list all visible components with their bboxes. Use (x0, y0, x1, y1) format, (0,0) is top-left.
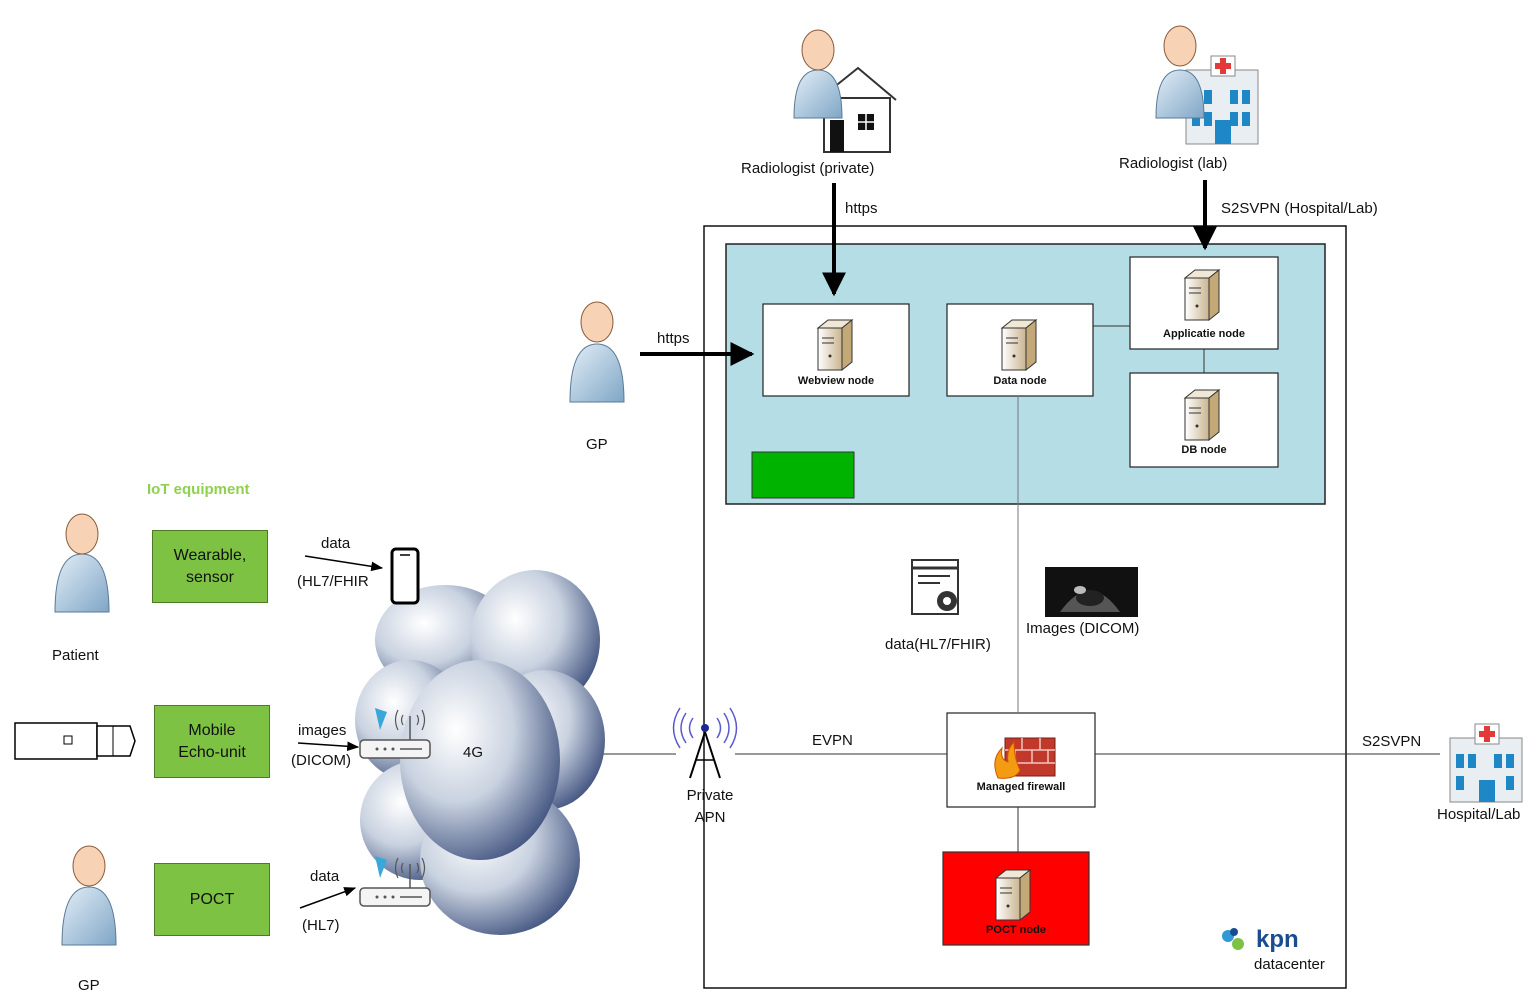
label-images: images (298, 722, 347, 739)
images-arrow (297, 741, 360, 752)
label-data-hl7fhir-flow: data(HL7/FHIR) (885, 636, 991, 653)
firewall-icon (994, 737, 1056, 779)
status-indicator (751, 451, 855, 499)
label-dicom: (DICOM) (291, 752, 351, 769)
kpn-logo-icon (1222, 928, 1244, 950)
label-4g: 4G (463, 744, 484, 761)
cloud-4g (355, 570, 605, 935)
smartphone-icon (390, 547, 420, 605)
label-evpn: EVPN (812, 732, 853, 749)
person-icon-radiologist-private (793, 29, 843, 119)
label-hl7: (HL7) (302, 917, 340, 934)
hospital-icon-right (1449, 723, 1523, 803)
label-gp-bottom: GP (78, 977, 100, 994)
person-icon-patient (54, 513, 110, 613)
data-server-icon (1000, 318, 1038, 372)
poct-box[interactable]: POCT (154, 863, 270, 936)
person-icon-radiologist-lab (1155, 25, 1205, 119)
data-document-icon (911, 559, 959, 615)
iot-equipment-title: IoT equipment (147, 481, 250, 498)
poct-server-icon (994, 868, 1032, 922)
label-poct-node: POCT node (986, 924, 1046, 936)
antenna-tower-icon (672, 707, 738, 779)
router-icon-1 (359, 708, 431, 759)
label-s2svpn-top: S2SVPN (Hospital/Lab) (1221, 200, 1378, 217)
label-webview-node: Webview node (797, 375, 875, 387)
label-applicatie-node: Applicatie node (1163, 328, 1245, 340)
data-arrow-2 (299, 887, 357, 909)
kpn-datacenter-label: datacenter (1254, 956, 1325, 973)
label-data-node: Data node (993, 375, 1047, 387)
router-icon-2 (359, 856, 431, 907)
label-radiologist-private: Radiologist (private) (741, 160, 875, 177)
label-s2svpn-right: S2SVPN (1362, 733, 1422, 750)
echo-label: Mobile Echo-unit (178, 721, 246, 761)
wearable-sensor-box[interactable]: Wearable, sensor (152, 530, 268, 603)
label-hl7fhir-1: (HL7/FHIR (297, 573, 369, 590)
poct-label: POCT (189, 890, 235, 908)
echo-unit-box[interactable]: Mobile Echo-unit (154, 705, 270, 778)
webview-server-icon (816, 318, 854, 372)
datacenter-boundary (703, 225, 1347, 989)
label-https-gp: https (657, 330, 690, 347)
db-server-icon (1183, 388, 1221, 442)
ultrasound-image-icon (1045, 567, 1138, 617)
label-db-node: DB node (1181, 444, 1227, 456)
kpn-wordmark: kpn (1256, 926, 1299, 953)
label-https-top: https (845, 200, 878, 217)
label-data-1: data (321, 535, 351, 552)
label-firewall: Managed firewall (976, 781, 1066, 793)
person-icon-gp-top (569, 301, 625, 403)
label-hospital-lab: Hospital/Lab (1437, 806, 1521, 823)
person-icon-gp-bottom (61, 845, 117, 946)
label-private-apn: Private APN (686, 787, 734, 826)
wearable-label: Wearable, sensor (173, 546, 247, 586)
label-radiologist-lab: Radiologist (lab) (1119, 155, 1228, 172)
data-arrow-1 (304, 555, 384, 572)
label-gp-top: GP (586, 436, 608, 453)
label-data-2: data (310, 868, 340, 885)
applicatie-server-icon (1183, 268, 1221, 322)
label-images-dicom-flow: Images (DICOM) (1026, 620, 1140, 637)
echo-probe-icon (14, 722, 136, 760)
label-patient: Patient (52, 647, 99, 664)
